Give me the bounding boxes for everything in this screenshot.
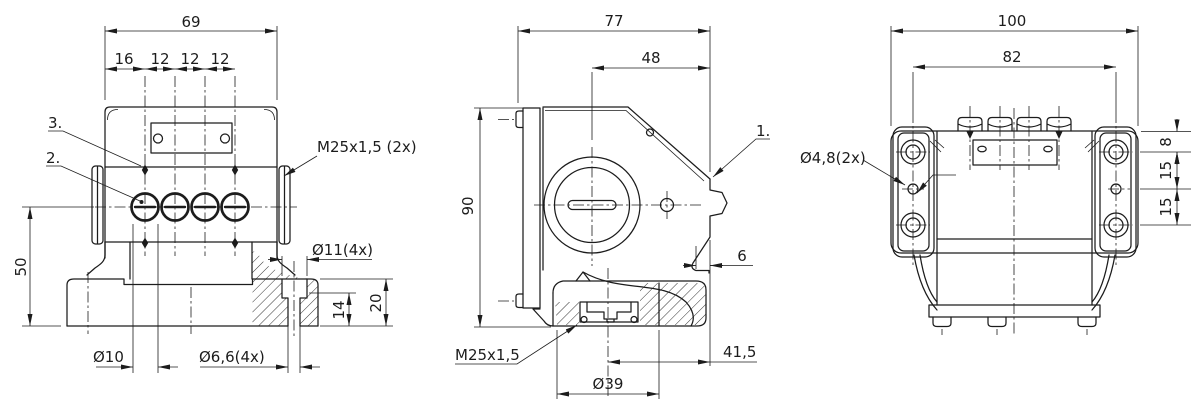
- enclosure-front-outline: [104, 106, 278, 259]
- side-callout-thread: M25x1,5: [455, 346, 520, 364]
- side-dim-depth: 77: [604, 12, 623, 30]
- front-callout-thread: M25x1,5 (2x): [317, 138, 417, 156]
- back-dim-top-offset: 8: [1157, 137, 1175, 147]
- wall-mount-plate: [498, 107, 541, 309]
- front-dim-pitch-2: 12: [150, 50, 169, 68]
- nameplate-back: [972, 139, 1058, 166]
- side-dim-height: 90: [459, 196, 477, 215]
- front-dimensions: 69 16 12 12 12 50 Ø11(4x) 14 20 Ø10: [12, 13, 393, 373]
- front-dim-terminal-dia: Ø10: [93, 348, 124, 366]
- mounting-base-front: [66, 250, 319, 327]
- back-dim-spacing: 82: [1002, 48, 1021, 66]
- back-dim-width: 100: [998, 12, 1027, 30]
- mounting-plate-back: [890, 130, 1139, 306]
- front-dim-pitch-1: 16: [114, 50, 133, 68]
- front-dim-cbore-depth: 14: [330, 300, 348, 319]
- side-dim-boss-dia: Ø39: [593, 375, 624, 393]
- side-dim-axis-edge: 41,5: [723, 343, 756, 361]
- front-callout-2: 2.: [46, 149, 60, 167]
- side-dimensions: 90 77 48 6 41,5 Ø39: [459, 12, 757, 399]
- cable-clamp-bumps: [957, 106, 1072, 170]
- side-callout-1: 1.: [756, 122, 770, 140]
- front-dim-overall-width: 69: [181, 13, 200, 31]
- side-dim-edge-offset: 6: [737, 247, 747, 265]
- front-dim-height: 50: [12, 257, 30, 276]
- front-dim-mounting-hole: Ø6,6(4x): [199, 348, 265, 366]
- side-base-section: [532, 271, 707, 327]
- side-dim-axis-front: 48: [641, 49, 660, 67]
- side-view: 90 77 48 6 41,5 Ø39 1. M25x1,5: [455, 12, 770, 399]
- nameplate-front: [150, 122, 233, 154]
- front-view: 69 16 12 12 12 50 Ø11(4x) 14 20 Ø10: [12, 13, 417, 373]
- front-dim-base-height: 20: [367, 293, 385, 312]
- body-back-lower: [913, 108, 1116, 336]
- front-callout-3: 3.: [48, 114, 62, 132]
- front-dim-counterbore: Ø11(4x): [312, 241, 373, 259]
- back-view: 100 82 8 15 15 Ø4,8(2x): [800, 12, 1191, 336]
- front-dim-pitch-4: 12: [210, 50, 229, 68]
- back-callout-fixing-hole: Ø4,8(2x): [800, 149, 866, 167]
- front-dim-pitch-3: 12: [180, 50, 199, 68]
- position-diamonds: [141, 164, 239, 249]
- front-legs: [86, 241, 296, 280]
- back-dimensions: 100 82 8 15 15: [890, 12, 1191, 266]
- mounting-brackets: [892, 126, 1137, 258]
- back-dim-pitch-lower: 15: [1157, 197, 1175, 216]
- side-gland-bosses: [91, 165, 291, 245]
- side-centerlines: [534, 147, 704, 399]
- back-callouts: Ø4,8(2x): [800, 149, 956, 194]
- side-callouts: 1. M25x1,5: [455, 122, 770, 365]
- back-dim-pitch-upper: 15: [1157, 161, 1175, 180]
- front-centerlines: [87, 76, 297, 338]
- front-callouts: M25x1,5 (2x) 3. 2.: [46, 114, 417, 204]
